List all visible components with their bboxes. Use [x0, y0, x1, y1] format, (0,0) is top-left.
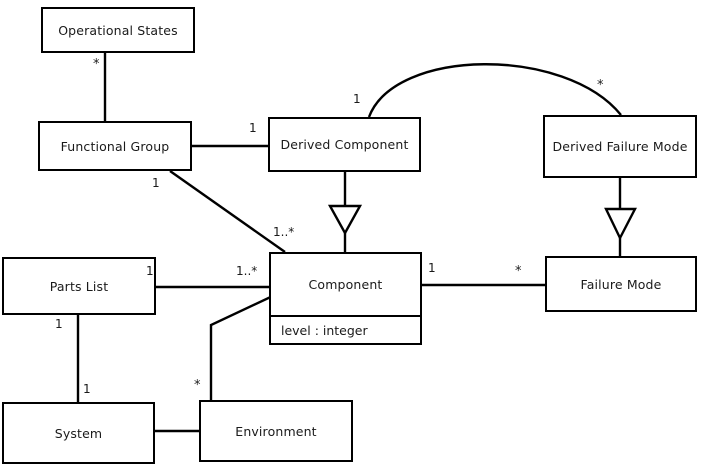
class-name-functional-group: Functional Group: [60, 138, 170, 154]
edge-derived-component-derived-failure-mode: [367, 63, 622, 118]
multiplicity-component-failure-mode: 1: [428, 261, 436, 275]
class-attribute-level: level : integer: [281, 322, 368, 338]
class-box-derived-component[interactable]: Derived Component: [268, 117, 421, 172]
multiplicity-functional-group-derived-component: 1: [249, 121, 257, 135]
generalization-triangle-failure-mode: [604, 207, 637, 241]
class-box-functional-group[interactable]: Functional Group: [38, 121, 192, 171]
multiplicity-derived-failure-mode-arc: *: [597, 78, 604, 93]
multiplicity-parts-list-side: 1: [146, 264, 154, 278]
class-box-failure-mode[interactable]: Failure Mode: [545, 256, 697, 312]
multiplicity-component-functional-group: 1..*: [273, 225, 295, 239]
class-box-component[interactable]: Component level : integer: [269, 252, 422, 345]
class-box-parts-list[interactable]: Parts List: [2, 257, 156, 315]
multiplicity-component-side-parts-list: 1..*: [236, 264, 258, 278]
edge-environment-component: [209, 292, 278, 400]
class-name-operational-states: Operational States: [58, 22, 178, 38]
class-box-system[interactable]: System: [2, 402, 155, 464]
class-name-environment: Environment: [235, 423, 317, 439]
multiplicity-system-parts-list: 1: [83, 382, 91, 396]
multiplicity-derived-component-arc: 1: [353, 92, 361, 106]
multiplicity-parts-list-system: 1: [55, 317, 63, 331]
class-name-system: System: [54, 425, 103, 441]
class-name-derived-failure-mode: Derived Failure Mode: [552, 139, 688, 154]
multiplicity-functional-group-component: 1: [152, 176, 160, 190]
class-name-component: Component: [308, 277, 383, 292]
class-box-environment[interactable]: Environment: [199, 400, 353, 462]
class-box-operational-states[interactable]: Operational States: [41, 7, 195, 53]
edge-functional-group-component: [169, 170, 286, 253]
class-name-derived-component: Derived Component: [280, 137, 409, 152]
generalization-triangle-component: [327, 204, 363, 236]
class-name-failure-mode: Failure Mode: [580, 276, 662, 292]
class-name-parts-list: Parts List: [49, 278, 109, 294]
multiplicity-operational-states-functional-group: *: [93, 57, 100, 72]
class-box-derived-failure-mode[interactable]: Derived Failure Mode: [543, 115, 697, 178]
multiplicity-environment-component: *: [194, 378, 201, 393]
multiplicity-failure-mode-component: *: [515, 264, 522, 279]
class-attributes-component: level : integer: [271, 315, 420, 343]
